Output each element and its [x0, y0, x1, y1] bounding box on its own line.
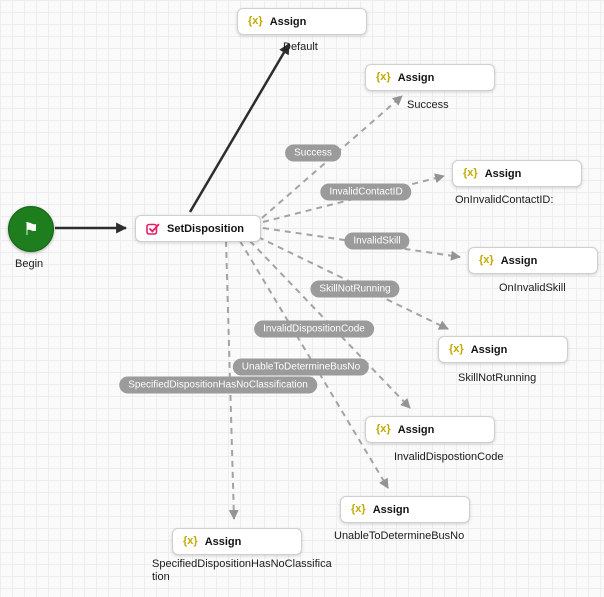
assign-node-caption: UnableToDetermineBusNo [334, 530, 465, 542]
assign-node-caption: OnInvalidSkill [499, 282, 566, 294]
begin-node[interactable]: ⚑ [8, 206, 54, 252]
assign-node-caption: Success [407, 99, 449, 111]
variable-x-icon: {x} [463, 167, 478, 179]
edge-label-invaliddispositioncode[interactable]: InvalidDispositionCode [254, 320, 374, 338]
assign-node-default[interactable]: {x} Assign [237, 8, 367, 35]
assign-node-caption: OnInvalidContactID: [455, 194, 554, 206]
edge-label-skillnotrunning[interactable]: SkillNotRunning [310, 280, 400, 298]
variable-x-icon: {x} [449, 343, 464, 355]
assign-node-label: Assign [397, 423, 435, 436]
assign-node-skillnotrunning[interactable]: {x} Assign [438, 336, 568, 363]
assign-node-success[interactable]: {x} Assign [365, 64, 495, 91]
assign-node-caption: SpecifiedDispositionHasNoClassification [152, 558, 332, 583]
assign-node-specifieddispositionhasnoclassification[interactable]: {x} Assign [172, 528, 302, 555]
assign-node-label: Assign [484, 167, 522, 180]
assign-node-oninvalidskill[interactable]: {x} Assign [468, 247, 598, 274]
begin-node-caption: Begin [15, 258, 44, 270]
edge-label-unabletodeterminebusno[interactable]: UnableToDetermineBusNo [232, 358, 370, 376]
variable-x-icon: {x} [351, 503, 366, 515]
assign-node-caption: SkillNotRunning [458, 372, 537, 384]
variable-x-icon: {x} [376, 71, 391, 83]
edge-default[interactable] [188, 43, 291, 213]
assign-node-invaliddispostioncode[interactable]: {x} Assign [365, 416, 495, 443]
assign-node-label: Assign [500, 254, 538, 267]
flag-icon: ⚑ [22, 219, 40, 239]
variable-x-icon: {x} [248, 15, 263, 27]
assign-node-label: Assign [204, 535, 242, 548]
assign-node-oninvalidcontactid[interactable]: {x} Assign [452, 160, 582, 187]
variable-x-icon: {x} [376, 423, 391, 435]
variable-x-icon: {x} [479, 254, 494, 266]
setdisposition-node[interactable]: SetDisposition [135, 215, 261, 242]
assign-node-label: Assign [269, 15, 307, 28]
assign-node-unabletodeterminebusno[interactable]: {x} Assign [340, 496, 470, 523]
assign-node-caption: InvalidDispostionCode [394, 451, 504, 463]
edge-label-invalidcontactid[interactable]: InvalidContactID [320, 183, 412, 201]
edge-label-success[interactable]: Success [285, 144, 341, 162]
setdisposition-node-label: SetDisposition [167, 222, 245, 235]
edge-label-specifieddispositionhasnoclassification[interactable]: SpecifiedDispositionHasNoClassification [119, 376, 317, 394]
assign-node-label: Assign [470, 343, 508, 356]
variable-x-icon: {x} [183, 535, 198, 547]
edge-label-invalidskill[interactable]: InvalidSkill [344, 232, 410, 250]
assign-node-label: Assign [397, 71, 435, 84]
checkbox-check-icon [146, 222, 160, 236]
assign-node-caption: Default [283, 41, 318, 53]
edge-skillnotrunning[interactable] [257, 236, 449, 330]
assign-node-label: Assign [372, 503, 410, 516]
edge-specifieddispositionhasnoclassification[interactable] [225, 240, 239, 520]
